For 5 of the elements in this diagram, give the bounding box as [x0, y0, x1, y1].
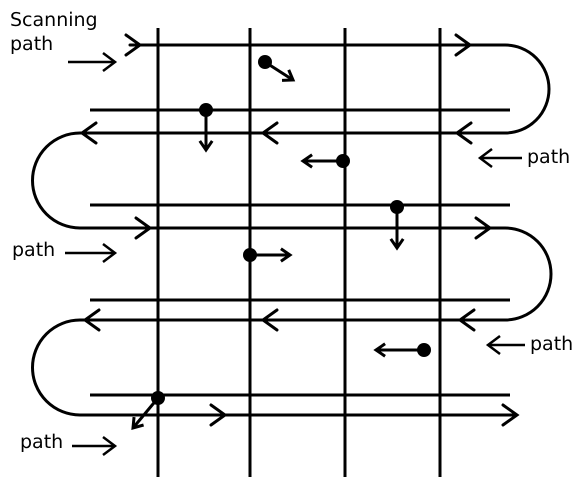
label: path [527, 145, 570, 169]
label: Scanning path [10, 8, 99, 56]
label: path [20, 430, 64, 454]
label: path [530, 332, 574, 356]
label: path [12, 238, 56, 262]
